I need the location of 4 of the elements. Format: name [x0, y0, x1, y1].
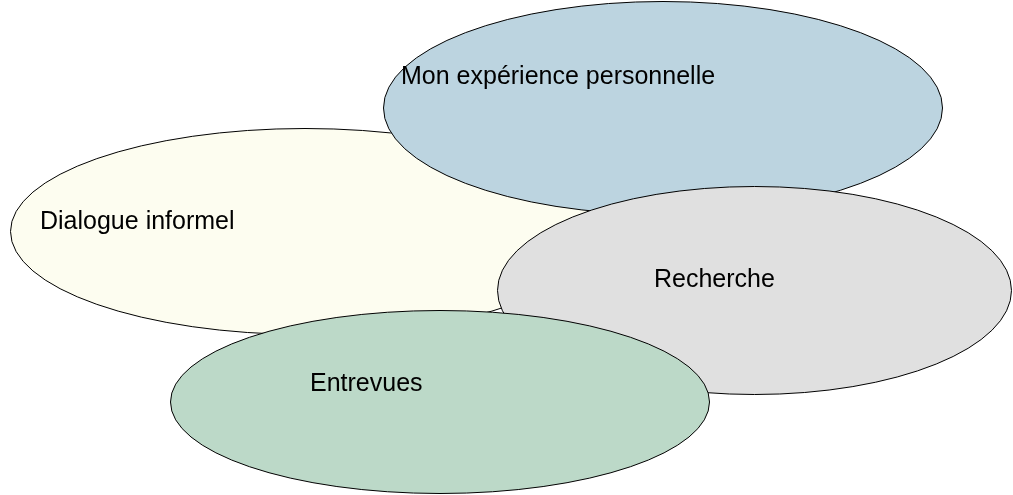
oval-label: Dialogue informel [40, 208, 235, 233]
oval-label: Entrevues [310, 370, 423, 395]
oval-label: Recherche [654, 266, 775, 291]
oval-label: Mon expérience personnelle [401, 63, 716, 88]
